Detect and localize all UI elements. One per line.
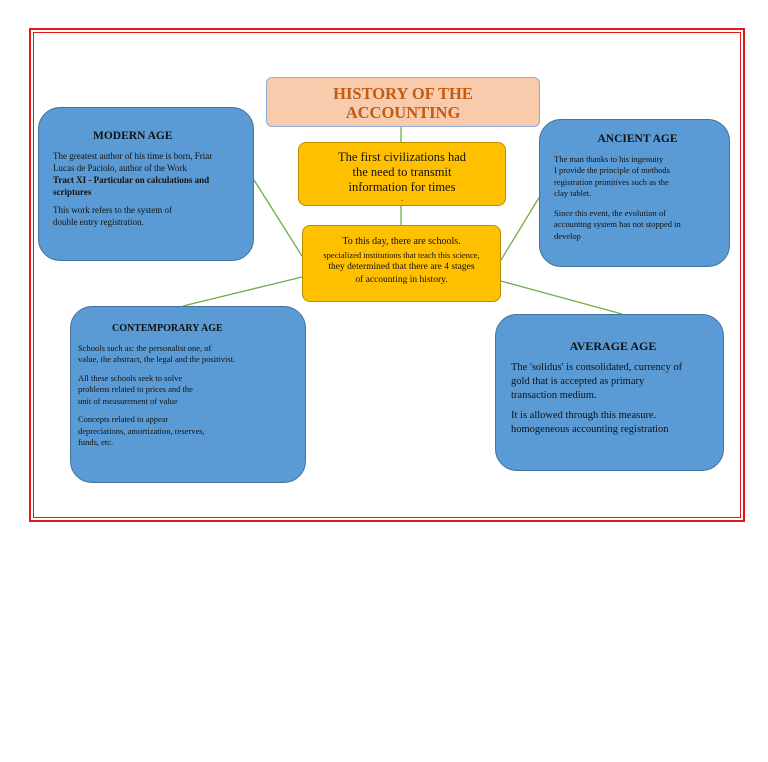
modern-p1-line-2: Lucas de Paciolo, author of the Work bbox=[53, 163, 187, 173]
contemporary-p2-line-1: All these schools seek to solve bbox=[78, 372, 183, 383]
center-line-1: To this day, there are schools. bbox=[342, 236, 461, 247]
contemporary-age-heading: CONTEMPORARY AGE bbox=[112, 323, 223, 334]
contemporary-p3-line-3: funds, etc. bbox=[78, 437, 114, 447]
center-line-2: specialized institutions that teach this… bbox=[323, 249, 480, 260]
first-line-1: The first civilizations had bbox=[337, 150, 467, 164]
center-line-4: of accounting in history. bbox=[355, 274, 448, 285]
connector-center-modern bbox=[253, 179, 303, 257]
average-age-node: AVERAGE AGE The 'solidus' is consolidate… bbox=[495, 314, 724, 471]
average-p1-line-3: transaction medium. bbox=[511, 390, 597, 401]
title-line-2: ACCOUNTING bbox=[345, 103, 461, 122]
contemporary-p2-line-3: unit of measurement of value bbox=[78, 395, 178, 406]
ancient-p1-line-3: registration primitives such as the bbox=[554, 176, 669, 187]
diagram-frame bbox=[29, 28, 745, 522]
contemporary-p3-line-1: Concepts related to appear bbox=[78, 414, 169, 424]
contemporary-p3-line-2: depreciations, amortization, reserves, bbox=[78, 425, 205, 436]
first-line-4: . bbox=[401, 194, 403, 203]
first-line-2: the need to transmit bbox=[352, 165, 452, 179]
ancient-p2-line-3: develop bbox=[554, 230, 581, 241]
contemporary-p2-line-2: problems related to prices and the bbox=[78, 384, 193, 394]
contemporary-p1-line-1: Schools such as: the personalist one, of bbox=[78, 342, 212, 353]
diagram-frame-inner bbox=[33, 32, 741, 518]
connector-center-contemporary bbox=[182, 276, 303, 307]
connector-center-ancient bbox=[500, 195, 541, 261]
title-line-1: HISTORY OF THE bbox=[333, 84, 473, 103]
modern-p1-bold-2: scriptures bbox=[53, 187, 92, 197]
average-p2-line-2: homogeneous accounting registration bbox=[511, 424, 669, 435]
contemporary-age-node: CONTEMPORARY AGE Schools such as: the pe… bbox=[70, 306, 306, 483]
modern-p1-line-1: The greatest author of his time is born,… bbox=[53, 151, 213, 161]
first-civilizations-node: The first civilizations had the need to … bbox=[298, 142, 506, 206]
contemporary-p1-line-2: value, the abstract, the legal and the p… bbox=[78, 354, 236, 364]
ancient-p1-line-1: The man thanks to his ingenuity bbox=[554, 153, 664, 164]
average-p1-line-1: The 'solidus' is consolidated, currency … bbox=[511, 362, 683, 373]
ancient-p2-line-1: Since this event, the evolution of bbox=[554, 207, 666, 218]
modern-age-heading: MODERN AGE bbox=[93, 130, 173, 142]
average-p2-line-1: It is allowed through this measure. bbox=[511, 410, 657, 421]
ancient-age-node: ANCIENT AGE The man thanks to his ingenu… bbox=[539, 119, 730, 267]
average-age-heading: AVERAGE AGE bbox=[569, 339, 657, 353]
title-node: HISTORY OF THE ACCOUNTING bbox=[266, 77, 540, 127]
connector-center-average bbox=[500, 280, 623, 315]
average-p1-line-2: gold that is accepted as primary bbox=[511, 376, 645, 387]
ancient-p1-line-2: I provide the principle of methods bbox=[554, 165, 670, 175]
ancient-p2-line-2: accounting system has not stopped in bbox=[554, 219, 681, 229]
modern-p2-line-2: double entry registration. bbox=[53, 217, 144, 227]
ancient-p1-line-4: clay tablet. bbox=[554, 188, 592, 198]
modern-age-node: MODERN AGE The greatest author of his ti… bbox=[38, 107, 254, 261]
ancient-age-heading: ANCIENT AGE bbox=[597, 133, 678, 145]
center-node: To this day, there are schools. speciali… bbox=[302, 225, 501, 302]
modern-p2-line-1: This work refers to the system of bbox=[53, 205, 172, 215]
first-line-3: information for times bbox=[348, 180, 456, 194]
center-line-3: they determined that there are 4 stages bbox=[328, 262, 475, 272]
modern-p1-bold-1: Tract XI - Particular on calculations an… bbox=[53, 175, 210, 185]
